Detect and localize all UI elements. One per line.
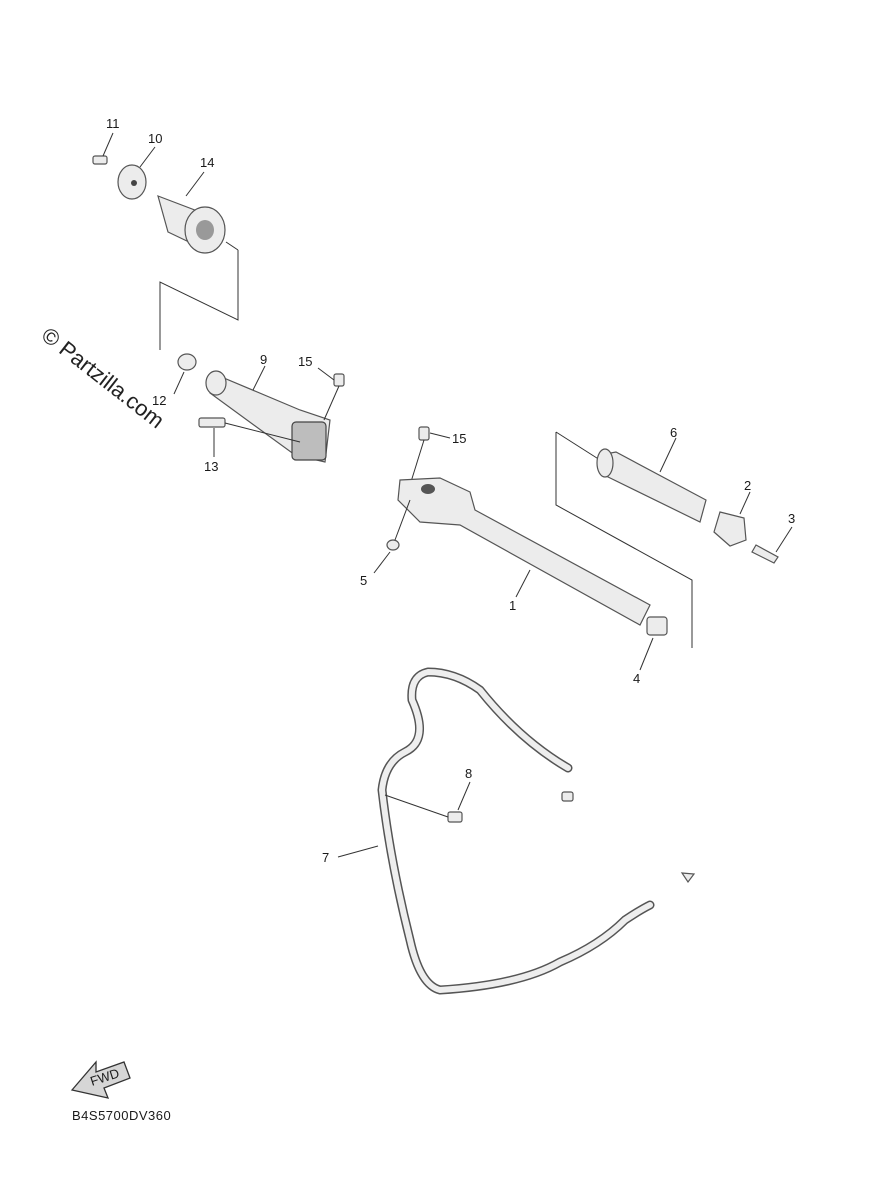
part-14-grip[interactable] (157, 195, 226, 254)
callout-11: 11 (106, 116, 120, 131)
callout-2: 2 (744, 478, 751, 493)
callout-6: 6 (670, 425, 677, 440)
part-9-throttle-housing[interactable] (205, 370, 331, 463)
part-7-hose[interactable] (377, 667, 655, 995)
part-13-screw[interactable] (198, 417, 301, 443)
callout-15-upper: 15 (298, 354, 312, 369)
callout-7: 7 (322, 850, 329, 865)
callout-8: 8 (465, 766, 472, 781)
part-8-clamp[interactable] (384, 794, 463, 823)
callout-10: 10 (148, 131, 162, 146)
callout-3: 3 (788, 511, 795, 526)
callout-13: 13 (204, 459, 218, 474)
part-12-collar[interactable] (177, 353, 197, 371)
callout-15-lower: 15 (452, 431, 466, 446)
diagram-code: B4S5700DV360 (72, 1108, 171, 1123)
part-5-bolt[interactable] (386, 499, 411, 551)
part-15-screw-upper[interactable] (323, 373, 345, 421)
watermark: © Partzilla.com (37, 322, 169, 433)
part-15-screw-lower[interactable] (409, 426, 430, 486)
part-3-screw[interactable] (751, 544, 779, 564)
fitting-upper[interactable] (561, 791, 574, 802)
part-11-screw[interactable] (92, 155, 108, 165)
part-6-grip[interactable] (596, 448, 707, 523)
fitting-lower[interactable] (680, 872, 696, 884)
callout-9: 9 (260, 352, 267, 367)
callout-12: 12 (152, 393, 166, 408)
part-4-collar[interactable] (646, 616, 668, 636)
callout-5: 5 (360, 573, 367, 588)
fwd-arrow-icon: FWD (70, 1060, 131, 1099)
callout-14: 14 (200, 155, 214, 170)
callout-4: 4 (633, 671, 640, 686)
part-2-bar-end[interactable] (713, 511, 747, 547)
part-1-handlebar[interactable] (397, 477, 651, 626)
callout-1: 1 (509, 598, 516, 613)
part-10-bar-end[interactable] (117, 164, 147, 200)
